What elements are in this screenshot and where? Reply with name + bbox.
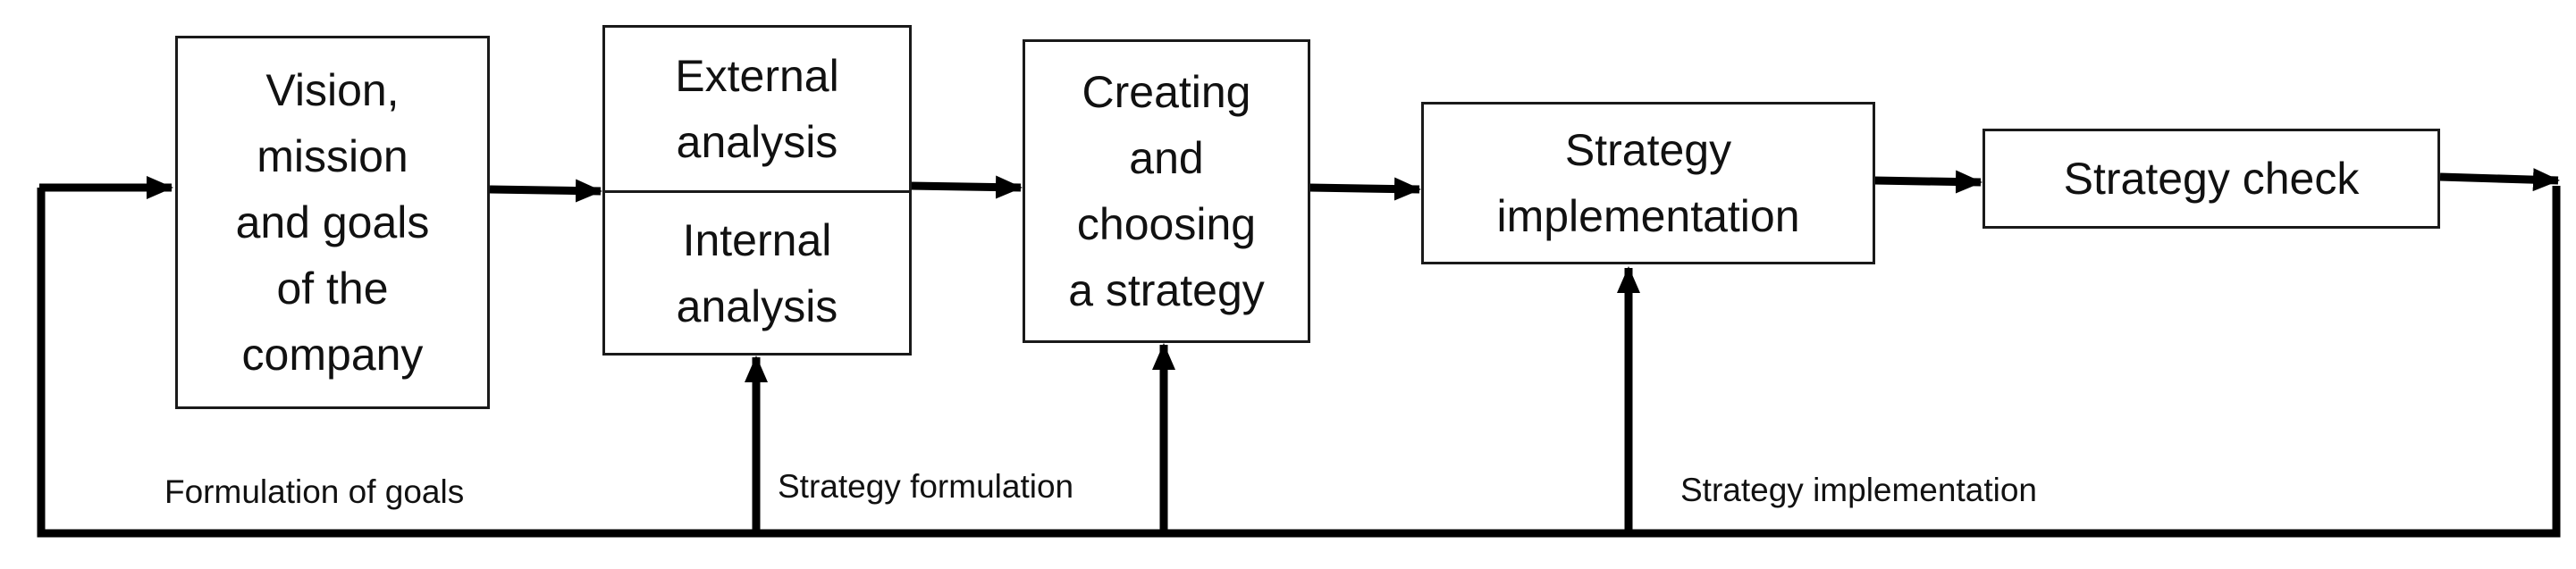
vision-box-label: Vision, mission and goals of the company [235,65,430,380]
internal-analysis-label: Internal analysis [676,214,838,331]
arrow-vision-to-analysis [489,179,602,203]
vision-box: Vision, mission and goals of the company [175,36,490,409]
strategy-check-box: Strategy check [1983,129,2440,229]
formulation-of-goals-label: Formulation of goals [164,473,465,510]
strategy-implementation-box: Strategy implementation [1421,102,1875,264]
arrow-check-out [2439,168,2560,192]
creating-strategy-box: Creating and choosing a strategy [1023,39,1310,343]
strategy-implementation-caption: Strategy implementation [1680,472,2037,508]
analysis-box: External analysis Internal analysis [602,25,912,356]
arrow-implementation-to-check [1873,170,1983,194]
arrow-analysis-to-creating [909,175,1023,199]
feedback-loop-line [37,186,2561,538]
internal-analysis-section: Internal analysis [605,193,909,353]
strategy-check-label: Strategy check [2063,154,2360,204]
creating-strategy-label: Creating and choosing a strategy [1068,67,1265,315]
external-analysis-section: External analysis [605,28,909,193]
strategy-implementation-label: Strategy implementation [1496,125,1800,241]
strategy-formulation-label: Strategy formulation [778,468,1074,505]
arrow-creating-to-implementation [1308,177,1421,201]
external-analysis-label: External analysis [675,51,839,167]
